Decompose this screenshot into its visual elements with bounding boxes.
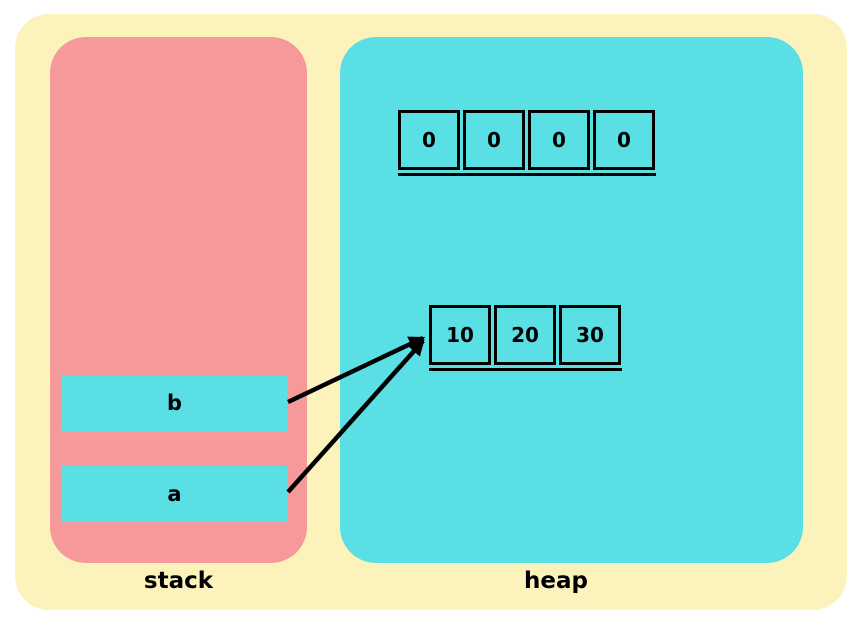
stack-variable-b-label: b <box>166 391 183 415</box>
heap-array-1-cell: 0 <box>398 110 460 170</box>
heap-array-1-cell: 0 <box>463 110 525 170</box>
stack-variable-a: a <box>62 466 287 522</box>
stack-panel: b a <box>50 37 307 563</box>
stack-variable-b: b <box>62 375 287 431</box>
heap-array-2-cell: 10 <box>429 305 491 365</box>
heap-array-2: 10 20 30 <box>429 305 621 365</box>
stack-region-label: stack <box>143 568 214 594</box>
heap-panel: 0 0 0 0 10 20 30 <box>340 37 803 563</box>
heap-array-1-cell: 0 <box>593 110 655 170</box>
heap-region-label: heap <box>524 568 588 594</box>
diagram-container: b a 0 0 0 0 10 20 30 stack heap <box>15 14 847 610</box>
heap-array-1: 0 0 0 0 <box>398 110 655 170</box>
heap-array-2-cell: 30 <box>559 305 621 365</box>
heap-array-1-baseline <box>398 173 656 176</box>
stack-variable-a-label: a <box>167 482 182 506</box>
heap-array-2-cell: 20 <box>494 305 556 365</box>
heap-array-2-baseline <box>429 368 622 371</box>
heap-array-1-cell: 0 <box>528 110 590 170</box>
